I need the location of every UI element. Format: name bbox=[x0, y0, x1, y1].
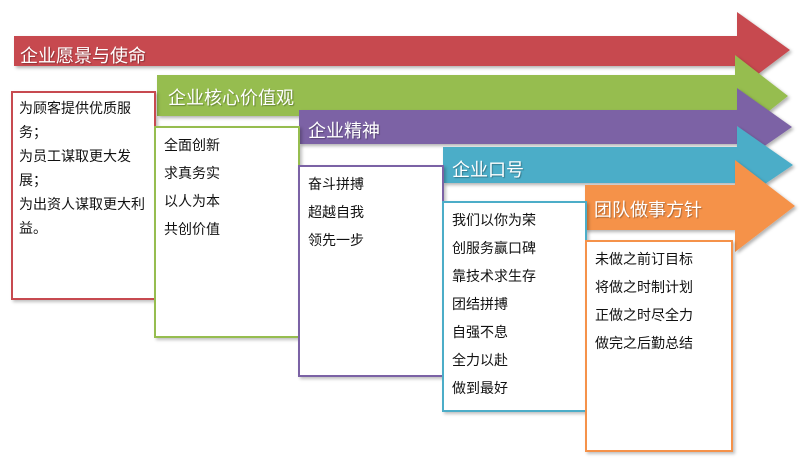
arrow-band-2 bbox=[157, 55, 788, 138]
list-item: 为出资人谋取更大利益。 bbox=[19, 197, 145, 237]
list-item: 为顾客提供优质服务； bbox=[19, 101, 131, 141]
list-item: 全面创新 bbox=[164, 138, 220, 154]
arrow-band-5 bbox=[585, 160, 795, 252]
list-item: 将做之时制计划 bbox=[595, 280, 693, 296]
list-item: 正做之时尽全力 bbox=[595, 308, 693, 324]
section-card-spirit: 奋斗拼搏 超越自我 领先一步 bbox=[298, 165, 444, 377]
arrow-band-1 bbox=[14, 12, 790, 90]
section-title-vision: 企业愿景与使命 bbox=[20, 46, 146, 67]
list-item: 我们以你为荣 bbox=[452, 213, 536, 229]
list-item: 团结拼搏 bbox=[452, 297, 508, 313]
list-item: 创服务赢口碑 bbox=[452, 241, 536, 257]
list-item: 共创价值 bbox=[164, 222, 220, 238]
list-item: 超越自我 bbox=[308, 205, 364, 221]
list-item: 未做之前订目标 bbox=[595, 252, 693, 268]
section-card-team-policy: 未做之前订目标 将做之时制计划 正做之时尽全力 做完之后勤总结 bbox=[585, 240, 733, 452]
list-item: 自强不息 bbox=[452, 325, 508, 341]
list-item: 做完之后勤总结 bbox=[595, 336, 693, 352]
list-item: 领先一步 bbox=[308, 233, 364, 249]
arrow-band-3 bbox=[299, 88, 792, 165]
section-title-team-policy: 团队做事方针 bbox=[594, 200, 702, 221]
list-item: 为员工谋取更大发展； bbox=[19, 149, 131, 189]
section-title-spirit: 企业精神 bbox=[308, 121, 380, 142]
section-title-slogan: 企业口号 bbox=[452, 160, 524, 181]
section-card-slogan: 我们以你为荣 创服务赢口碑 靠技术求生存 团结拼搏 自强不息 全力以赴 做到最好 bbox=[442, 201, 587, 412]
list-item: 奋斗拼搏 bbox=[308, 177, 364, 193]
list-item: 以人为本 bbox=[164, 194, 220, 210]
section-card-core-values: 全面创新 求真务实 以人为本 共创价值 bbox=[154, 126, 300, 338]
list-item: 做到最好 bbox=[452, 381, 508, 397]
list-item: 靠技术求生存 bbox=[452, 269, 536, 285]
section-title-core-values: 企业核心价值观 bbox=[168, 88, 294, 109]
section-card-vision: 为顾客提供优质服务； 为员工谋取更大发展； 为出资人谋取更大利益。 bbox=[11, 91, 156, 300]
arrow-band-4 bbox=[443, 126, 793, 203]
list-item: 全力以赴 bbox=[452, 353, 508, 369]
list-item: 求真务实 bbox=[164, 166, 220, 182]
